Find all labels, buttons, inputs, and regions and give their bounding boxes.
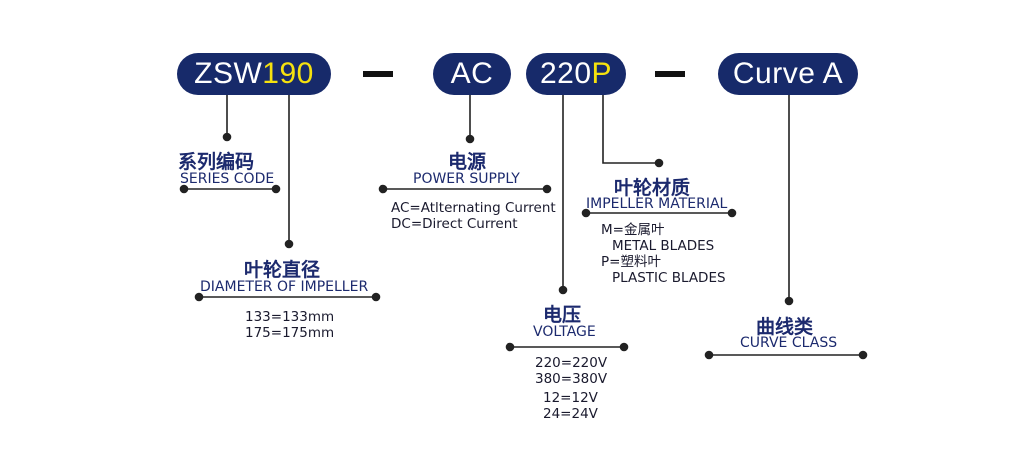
voltage-code: 220 [539,57,592,90]
curve-pill: Curve A [718,53,858,95]
impeller-material-cn: 叶轮材质 [614,177,691,199]
power-supply-value: AC=Atlternating Current [391,200,556,216]
voltage-value: 12=12V [543,390,598,406]
series-prefix: ZSW [194,57,263,90]
voltage-value: 220=220V [535,355,608,371]
curve-class-cn: 曲线类 [756,316,814,338]
curve-class-en: CURVE CLASS [740,335,838,351]
voltage-cn: 电压 [543,304,582,326]
separator-dash [363,71,393,77]
series-code-cn: 系列编码 [178,151,255,173]
power-supply-en: POWER SUPPLY [413,171,520,187]
separator-dash [655,71,685,77]
diameter-value: 175=175mm [245,325,335,341]
power-pill: AC [433,53,511,95]
power-supply-cn: 电源 [448,151,487,173]
diameter-cn: 叶轮直径 [244,259,321,281]
curve-dot [784,296,794,306]
diameter-en: DIAMETER OF IMPELLER [200,279,369,295]
material-dot [654,158,664,168]
series-diameter-highlight: 190 [262,57,314,90]
power-supply-value: DC=Direct Current [391,216,518,232]
impeller-material-value: METAL BLADES [612,238,715,254]
impeller-material-value: M=金属叶 [601,222,665,238]
voltage-dot [558,285,568,295]
series-dot [222,132,232,142]
curve-code: Curve A [732,57,844,90]
voltage-value: 380=380V [535,371,608,387]
impeller-material-value: P=塑料叶 [601,254,661,270]
power-dot [465,134,475,144]
impeller-material-value: PLASTIC BLADES [612,270,726,286]
power-code: AC [450,57,494,90]
impeller-material-en: IMPELLER MATERIAL [586,196,728,212]
diameter-value: 133=133mm [245,309,335,325]
material-connector [602,95,659,164]
diameter-dot [284,239,294,249]
voltage-en: VOLTAGE [533,324,596,340]
voltage-value: 24=24V [543,406,598,422]
series-code-en: SERIES CODE [180,171,275,187]
material-highlight: P [591,57,613,90]
